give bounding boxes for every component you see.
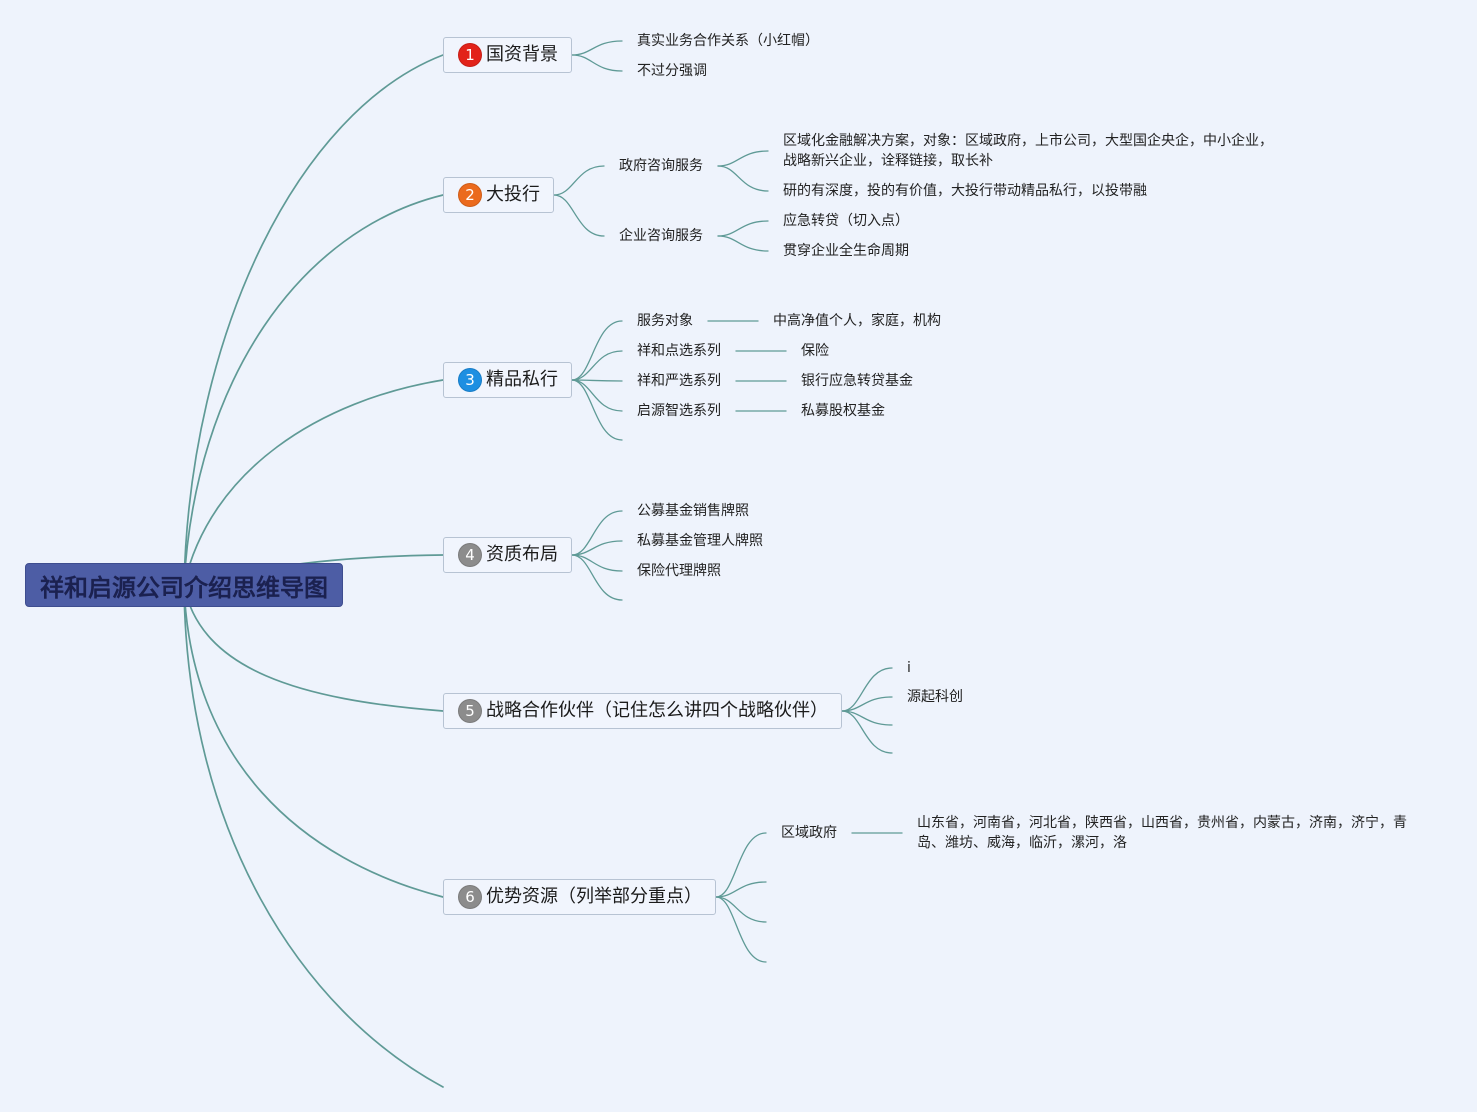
topic-label: 战略合作伙伴（记住怎么讲四个战略伙伴） [486, 700, 828, 721]
connector-line [717, 150, 769, 167]
connector-line [183, 584, 444, 1088]
empty-subtopic[interactable] [781, 952, 821, 972]
connector-line [571, 379, 623, 382]
connector-line [183, 584, 444, 712]
topic-label: 资质布局 [486, 544, 558, 565]
subtopic-enterprise-consulting[interactable]: 企业咨询服务 [619, 228, 703, 244]
central-topic-label: 祥和启源公司介绍思维导图 [40, 573, 328, 602]
empty-subtopic[interactable] [907, 743, 947, 763]
connector-line [183, 194, 444, 586]
topic-label: 优势资源（列举部分重点） [486, 886, 702, 907]
subtopic-i[interactable]: i [907, 660, 911, 676]
central-topic[interactable]: 祥和启源公司介绍思维导图 [25, 563, 343, 607]
subtopic-target-clients[interactable]: 中高净值个人，家庭，机构 [773, 313, 941, 329]
subtopic-insurance[interactable]: 保险 [801, 343, 829, 359]
subtopic-real-business-cooperation[interactable]: 真实业务合作关系（小红帽） [637, 33, 819, 49]
subtopic-not-overemphasize[interactable]: 不过分强调 [637, 63, 707, 79]
topic-qualification-layout[interactable]: 4 资质布局 [443, 537, 572, 573]
subtopic-emergency-refinancing[interactable]: 应急转贷（切入点） [783, 213, 909, 229]
subtopic-private-fund-license[interactable]: 私募基金管理人牌照 [637, 533, 763, 549]
connector-line [571, 40, 623, 56]
connector-line [183, 584, 444, 898]
subtopic-provinces-cities[interactable]: 山东省，河南省，河北省，陕西省，山西省，贵州省，内蒙古，济南，济宁，青岛、潍坊、… [917, 815, 1407, 851]
connector-line [571, 510, 623, 556]
subtopic-public-fund-license[interactable]: 公募基金销售牌照 [637, 503, 749, 519]
connector-line [717, 220, 769, 237]
empty-subtopic[interactable] [637, 430, 677, 450]
connector-line [553, 165, 605, 196]
subtopic-government-consulting[interactable]: 政府咨询服务 [619, 158, 703, 174]
subtopic-xianghe-strict-series[interactable]: 祥和严选系列 [637, 373, 721, 389]
topic-label: 精品私行 [486, 369, 558, 390]
subtopic-enterprise-lifecycle[interactable]: 贯穿企业全生命周期 [783, 243, 909, 259]
topic-state-capital-background[interactable]: 1 国资背景 [443, 37, 572, 73]
subtopic-bank-bridge-fund[interactable]: 银行应急转贷基金 [801, 373, 913, 389]
connector-line [183, 379, 444, 586]
topic-investment-banking[interactable]: 2 大投行 [443, 177, 554, 213]
connector-line [571, 379, 623, 412]
connector-line [571, 54, 623, 72]
connector-line [183, 54, 444, 586]
connector-line [571, 350, 623, 381]
subtopic-insurance-agency-license[interactable]: 保险代理牌照 [637, 563, 721, 579]
priority-6-icon: 6 [458, 885, 482, 909]
empty-subtopic[interactable] [781, 872, 821, 892]
empty-subtopic[interactable] [637, 590, 677, 610]
connector-line [841, 710, 893, 754]
subtopic-service-targets[interactable]: 服务对象 [637, 313, 693, 329]
connector-line [715, 881, 767, 898]
connector-line [841, 667, 893, 712]
priority-2-icon: 2 [458, 183, 482, 207]
empty-topic[interactable] [443, 1077, 483, 1097]
topic-label: 国资背景 [486, 44, 558, 65]
topic-label: 大投行 [486, 184, 540, 205]
topic-advantage-resources[interactable]: 6 优势资源（列举部分重点） [443, 879, 716, 915]
priority-1-icon: 1 [458, 43, 482, 67]
connector-line [571, 540, 623, 556]
empty-subtopic[interactable] [907, 715, 947, 735]
connector-line [553, 194, 605, 237]
connector-line [715, 896, 767, 963]
subtopic-yuanqi-tech[interactable]: 源起科创 [907, 689, 963, 705]
connector-line [571, 379, 623, 441]
connector-line [717, 235, 769, 252]
subtopic-qiyuan-smart-series[interactable]: 启源智选系列 [637, 403, 721, 419]
priority-5-icon: 5 [458, 699, 482, 723]
priority-4-icon: 4 [458, 543, 482, 567]
empty-subtopic[interactable] [781, 912, 821, 932]
connector-line [715, 832, 767, 898]
connector-line [571, 554, 623, 601]
connector-line [571, 320, 623, 381]
priority-3-icon: 3 [458, 368, 482, 392]
connector-line [841, 696, 893, 712]
subtopic-regional-government[interactable]: 区域政府 [781, 825, 837, 841]
subtopic-private-equity-fund[interactable]: 私募股权基金 [801, 403, 885, 419]
connector-line [717, 165, 769, 192]
connector-line [715, 896, 767, 923]
topic-strategic-partners[interactable]: 5 战略合作伙伴（记住怎么讲四个战略伙伴） [443, 693, 842, 729]
topic-boutique-private-banking[interactable]: 3 精品私行 [443, 362, 572, 398]
subtopic-xianghe-pick-series[interactable]: 祥和点选系列 [637, 343, 721, 359]
subtopic-regional-finance-solution[interactable]: 区域化金融解决方案，对象：区域政府，上市公司，大型国企央企，中小企业，战略新兴企… [783, 133, 1273, 169]
subtopic-research-depth[interactable]: 研的有深度，投的有价值，大投行带动精品私行，以投带融 [783, 183, 1147, 199]
